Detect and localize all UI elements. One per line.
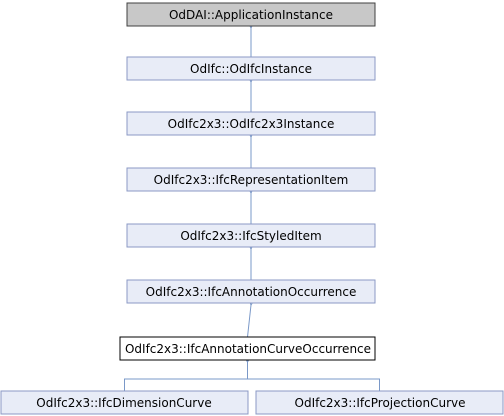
class-node-odifc-instance[interactable]: OdIfc::OdIfcInstance bbox=[126, 56, 376, 81]
edges bbox=[124, 28, 380, 391]
inheritance-arrow bbox=[247, 305, 252, 338]
class-node-label: OdIfc2x3::IfcRepresentationItem bbox=[154, 173, 349, 187]
class-node-label: OdIfc2x3::IfcAnnotationOccurrence bbox=[146, 285, 357, 299]
class-node-annotation-occurrence[interactable]: OdIfc2x3::IfcAnnotationOccurrence bbox=[126, 279, 376, 304]
class-node-odifc2x3-instance[interactable]: OdIfc2x3::OdIfc2x3Instance bbox=[126, 111, 376, 136]
class-node-label: OdIfc2x3::IfcStyledItem bbox=[180, 229, 321, 243]
class-node-application-instance[interactable]: OdDAI::ApplicationInstance bbox=[126, 2, 376, 27]
class-node-label: OdDAI::ApplicationInstance bbox=[169, 8, 333, 22]
class-node-label: OdIfc2x3::IfcAnnotationCurveOccurrence bbox=[125, 342, 371, 356]
class-node-label: OdIfc::OdIfcInstance bbox=[190, 62, 312, 76]
class-node-dimension-curve[interactable]: OdIfc2x3::IfcDimensionCurve bbox=[0, 390, 249, 415]
class-node-annotation-curve-occurrence[interactable]: OdIfc2x3::IfcAnnotationCurveOccurrence bbox=[119, 336, 376, 361]
inheritance-arrow bbox=[124, 362, 248, 391]
class-node-label: OdIfc2x3::IfcProjectionCurve bbox=[295, 396, 466, 410]
inheritance-arrow bbox=[248, 362, 380, 391]
class-node-representation-item[interactable]: OdIfc2x3::IfcRepresentationItem bbox=[126, 167, 376, 192]
class-node-styled-item[interactable]: OdIfc2x3::IfcStyledItem bbox=[126, 223, 376, 248]
class-node-projection-curve[interactable]: OdIfc2x3::IfcProjectionCurve bbox=[255, 390, 504, 415]
class-node-label: OdIfc2x3::IfcDimensionCurve bbox=[36, 396, 211, 410]
class-node-label: OdIfc2x3::OdIfc2x3Instance bbox=[168, 117, 335, 131]
